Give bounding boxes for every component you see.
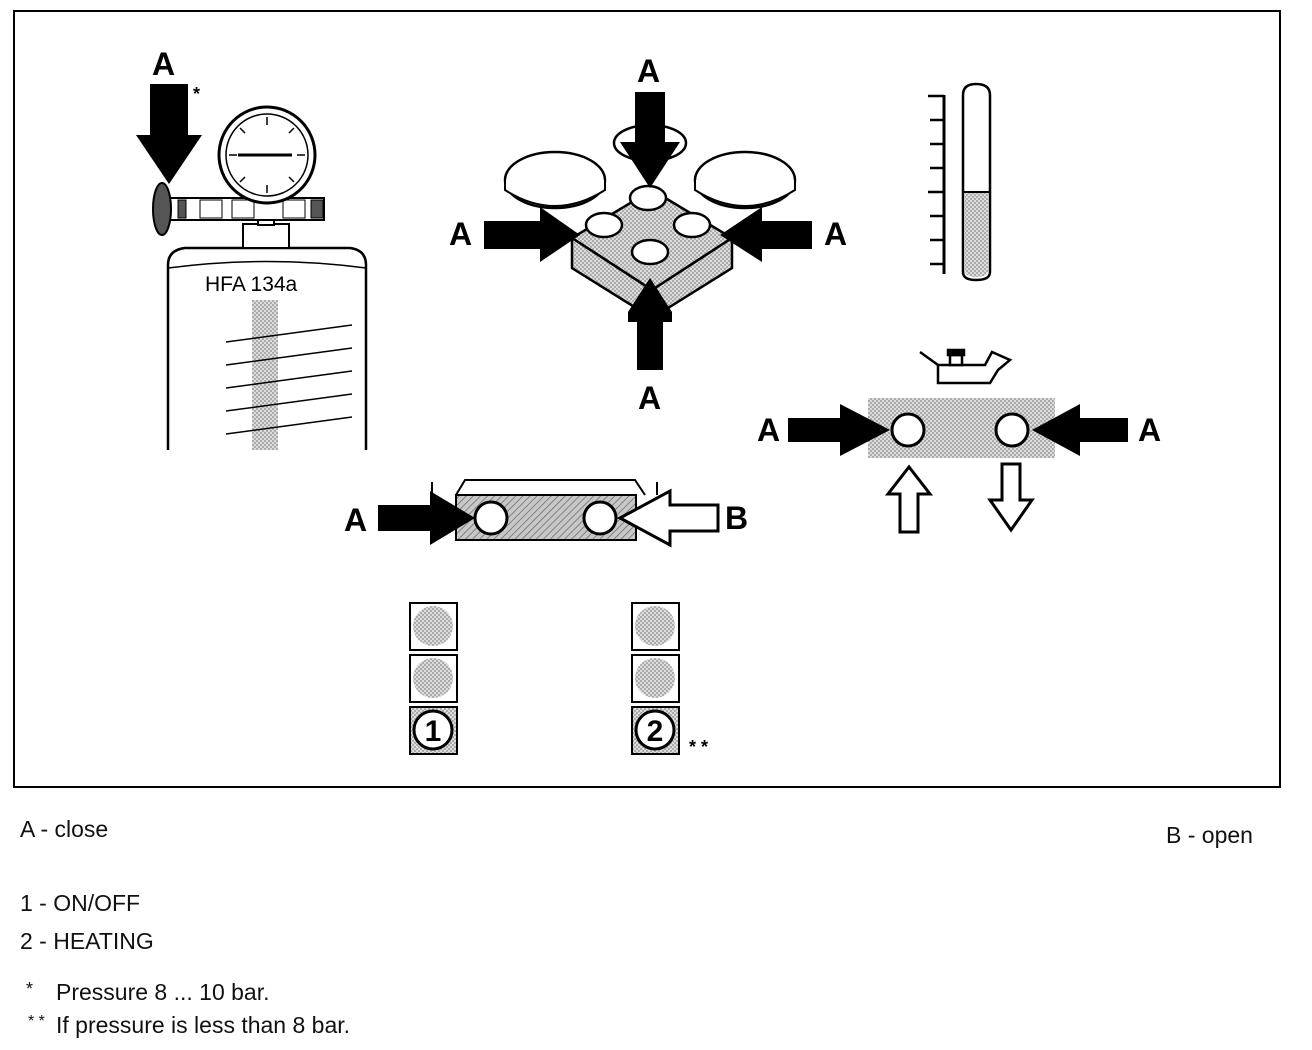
letter-a-oil-left: A <box>757 412 780 448</box>
legend-item-1: 1 - ON/OFF <box>20 890 141 916</box>
switch-panel-1: 1 <box>409 602 458 755</box>
letter-a-manifold-bottom: A <box>638 380 661 416</box>
oil-can-icon <box>919 348 1013 385</box>
refrigerant-cylinder: HFA 134a <box>166 246 368 450</box>
oil-injector-arrows: A A <box>757 404 1161 534</box>
legend-double-star-note: If pressure is less than 8 bar. <box>56 1012 351 1038</box>
cylinder-valve-gauge <box>152 105 325 249</box>
letter-a-manifold-left: A <box>449 216 472 252</box>
legend-a-close: A - close <box>20 816 109 842</box>
legend-star-note: Pressure 8 ... 10 bar. <box>56 979 270 1005</box>
coupling-arrows: A B <box>344 488 748 548</box>
manifold-close-arrows: A A A A <box>449 53 847 416</box>
letter-a-manifold-right: A <box>824 216 847 252</box>
note-double-star-marker: * * <box>689 737 708 757</box>
letter-a-manifold-top: A <box>637 53 660 89</box>
measuring-cylinder <box>928 82 992 282</box>
letter-b-coupling: B <box>725 500 748 536</box>
letter-a-oil-right: A <box>1138 412 1161 448</box>
oil-injector-block <box>868 398 1055 458</box>
diagram-frame <box>13 10 1281 788</box>
legend-item-2: 2 - HEATING <box>20 928 154 954</box>
legend-star-mark: * <box>26 979 34 999</box>
switch-1-number: 1 <box>425 715 442 748</box>
valve-handwheel <box>152 182 172 236</box>
legend-double-star-mark: * * <box>28 1013 45 1030</box>
switch-2-number: 2 <box>647 715 664 748</box>
cylinder-dotted-band <box>252 300 278 450</box>
note-star-marker: * <box>193 84 200 104</box>
arrow-close-cylinder-valve: A * <box>136 46 202 184</box>
legend-b-open: B - open <box>1166 822 1253 848</box>
procedure-diagram: HFA 134a A * <box>13 10 1281 788</box>
letter-a-coupling: A <box>344 502 367 538</box>
switch-panel-2: 2 * * <box>631 602 708 757</box>
cylinder-label: HFA 134a <box>205 273 298 296</box>
letter-a-cylinder: A <box>152 46 175 82</box>
service-coupling-block <box>431 479 658 541</box>
